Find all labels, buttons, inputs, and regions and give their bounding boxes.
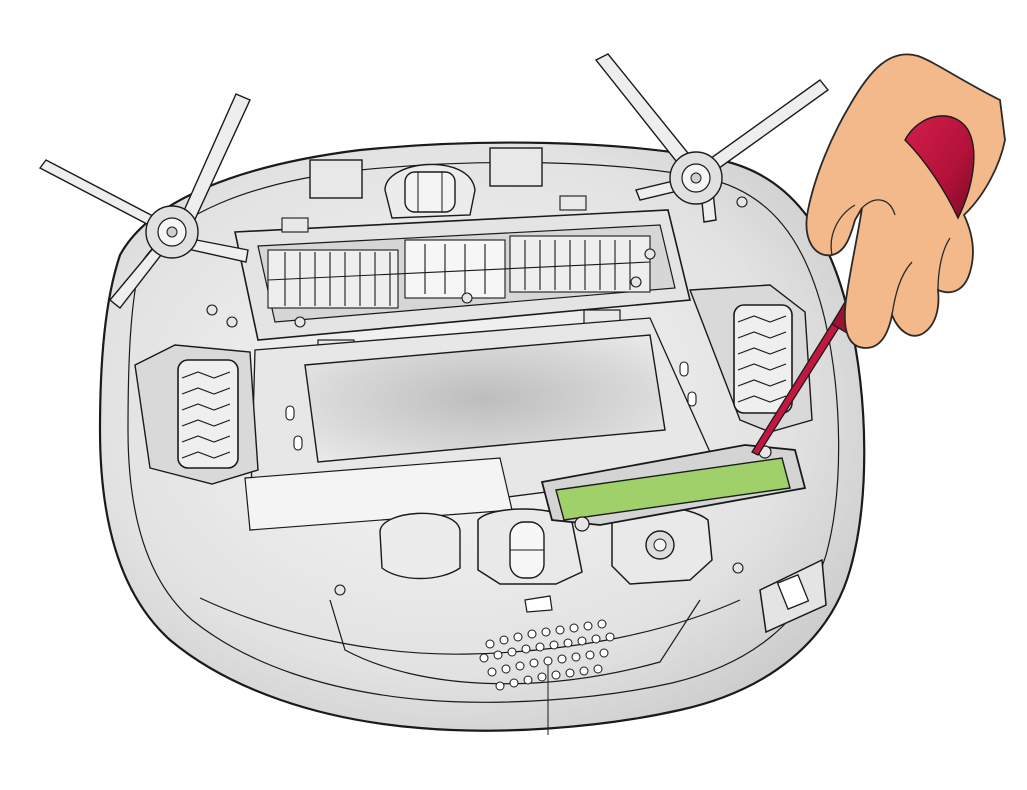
battery-cover-screw-left [574,516,590,532]
cliff-sensor-housing [379,512,461,580]
side-brush-screw [166,226,178,238]
power-switch-icon [759,558,827,634]
front-bumper-line [199,597,741,655]
side-brush-arm [698,79,830,177]
top-vent-left [309,159,363,199]
handle-over-palm [904,115,975,220]
wheel-tread [181,371,231,459]
battery-cover-highlight [555,457,791,521]
side-brush-icon [38,93,251,309]
charge-contact-inner [653,538,667,552]
panel-slots [285,361,697,451]
battery-cover [540,444,807,532]
side-brush-icon [594,53,830,223]
top-vent-right [489,147,543,187]
wheel-tread [737,315,787,403]
bay-latch-top-right [559,195,587,211]
drive-wheel-right [733,304,793,414]
top-housing [309,147,543,219]
roller-brush-icon [267,235,651,309]
finger-line [891,261,913,316]
side-brush-screw [690,172,702,184]
main-brush-bay [234,195,691,357]
drive-wheel-left [177,359,239,469]
speaker-grille-icon [479,619,615,691]
front-components [379,506,713,613]
body-screws [206,196,748,596]
power-switch-slider [776,574,810,610]
wheel-icon [689,284,813,433]
wheel-icon [134,344,259,485]
front-notch [524,595,553,613]
thumb-line [830,204,856,256]
bay-latch-top-left [281,217,309,233]
finger-line [937,237,951,291]
label-plate [304,334,666,463]
rear-caster [404,171,456,213]
hand-icon [805,53,1006,349]
finger-line [861,199,896,216]
front-panel-outline [329,599,701,685]
